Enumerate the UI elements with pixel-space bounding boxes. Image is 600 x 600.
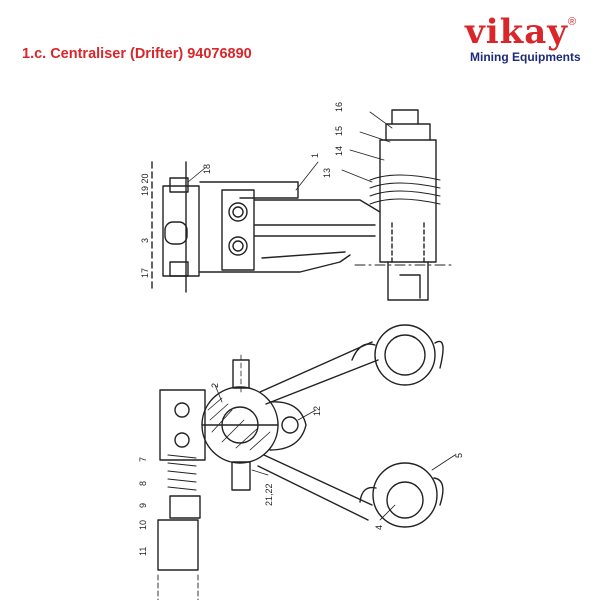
callout-15: 15 bbox=[334, 126, 344, 136]
callout-16: 16 bbox=[334, 102, 344, 112]
callout-1: 1 bbox=[310, 153, 320, 158]
callout-9: 9 bbox=[138, 503, 148, 508]
brand-logo: vikay ® Mining Equipments bbox=[465, 12, 590, 72]
callout-17: 17 bbox=[140, 268, 150, 278]
callout-8: 8 bbox=[138, 481, 148, 486]
bottom-callouts: 2 12 5 4 21,22 7 8 9 10 11 bbox=[138, 383, 464, 556]
callout-11: 11 bbox=[138, 547, 148, 556]
top-callouts: 16 15 14 13 1 18 19 20 3 17 bbox=[140, 102, 344, 278]
logo-wordmark: vikay bbox=[465, 12, 569, 52]
callout-4: 4 bbox=[374, 525, 384, 530]
callout-21-22: 21,22 bbox=[264, 483, 274, 506]
callout-18: 18 bbox=[202, 164, 212, 174]
callout-19-20: 19 20 bbox=[140, 173, 150, 196]
callout-7: 7 bbox=[138, 457, 148, 462]
callout-5: 5 bbox=[454, 453, 464, 458]
page-title: 1.c. Centraliser (Drifter) 94076890 bbox=[22, 46, 252, 62]
top-assembly-view bbox=[151, 109, 453, 301]
callout-13: 13 bbox=[322, 168, 332, 178]
callout-14: 14 bbox=[334, 146, 344, 156]
registered-mark: ® bbox=[568, 16, 577, 28]
logo-tagline: Mining Equipments bbox=[470, 50, 581, 64]
callout-2: 2 bbox=[210, 383, 220, 388]
callout-3: 3 bbox=[140, 238, 150, 243]
callout-12: 12 bbox=[312, 406, 322, 416]
bottom-assembly-view bbox=[157, 324, 456, 600]
callout-10: 10 bbox=[138, 520, 148, 530]
